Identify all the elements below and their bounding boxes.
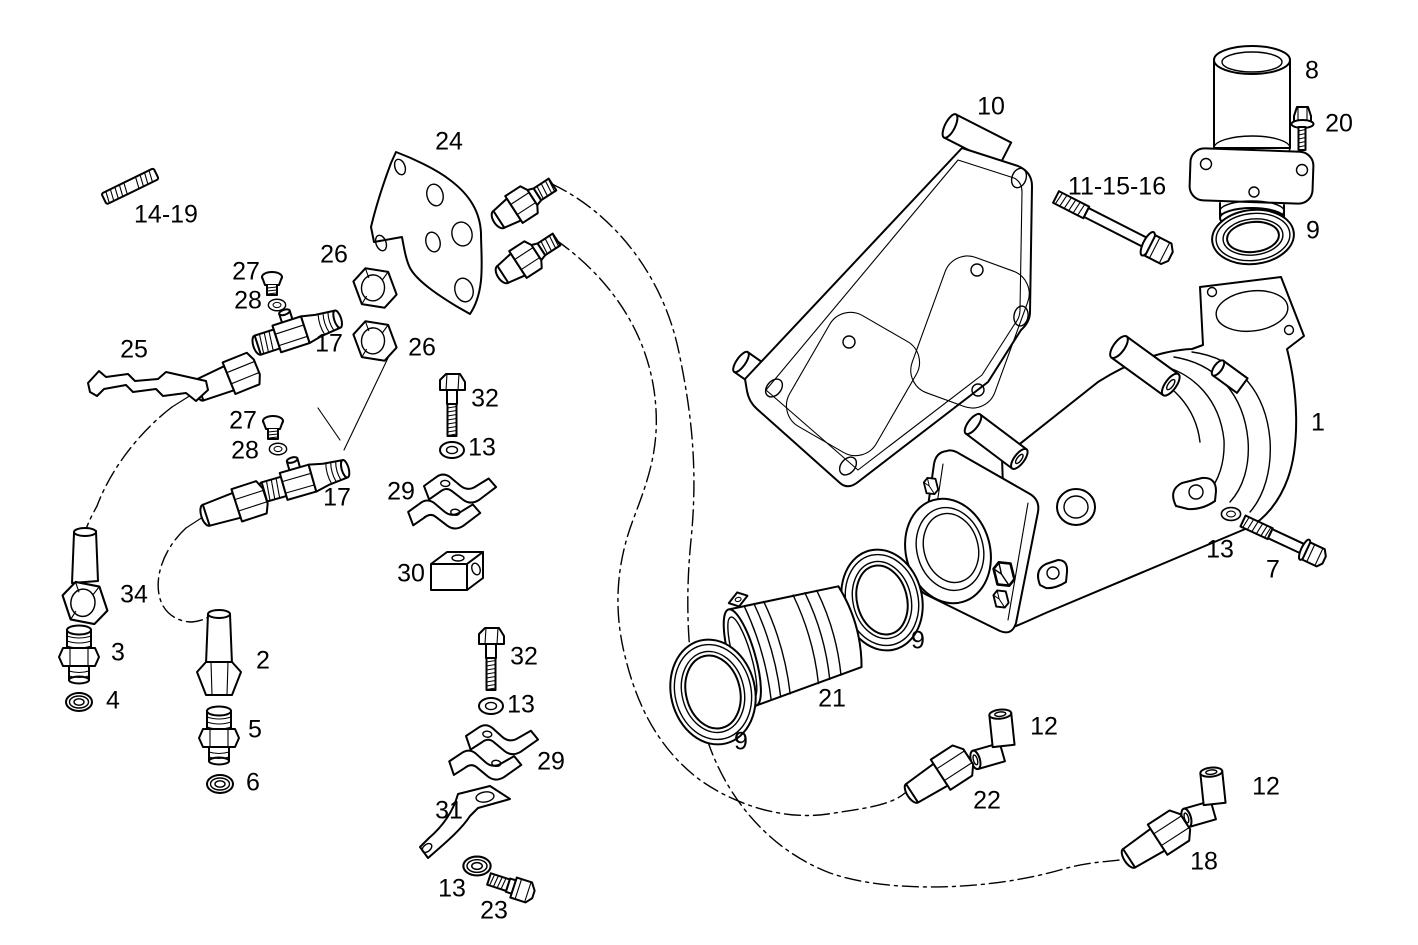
- callout-27-a: 27: [232, 258, 260, 286]
- part-stud-14-19: [101, 167, 160, 205]
- callout-14-19: 14-19: [134, 201, 198, 229]
- callout-21: 21: [818, 685, 846, 713]
- callout-26-a: 26: [320, 241, 348, 269]
- mounting-pin: [963, 412, 1029, 470]
- callout-6: 6: [246, 769, 260, 797]
- callout-30: 30: [397, 560, 425, 588]
- part-nut-26-b: [350, 319, 400, 363]
- part-bleed-screw-27-a: [261, 271, 283, 296]
- part-seal-9-c: [669, 638, 757, 746]
- part-washer-28-a: [267, 298, 287, 312]
- part-bleed-screw-27-b: [262, 415, 284, 440]
- part-nipple-3: [58, 624, 100, 685]
- callout-17-b: 17: [323, 484, 351, 512]
- part-clip-25: [87, 370, 209, 402]
- part-nut-block-30: [430, 551, 484, 591]
- part-seal-9-a: [1211, 208, 1295, 266]
- part-bracket-31: [419, 785, 511, 859]
- part-hose-union-18: [1114, 805, 1197, 878]
- part-washer-13-c: [462, 855, 492, 877]
- part-bolt-23: [486, 872, 536, 904]
- part-washer-4: [65, 692, 93, 712]
- part-nipple-5: [198, 705, 240, 766]
- callout-7: 7: [1266, 556, 1280, 584]
- part-seal-9-b: [840, 548, 924, 652]
- callout-20: 20: [1325, 110, 1353, 138]
- callout-28-b: 28: [231, 437, 259, 465]
- callout-13-c: 13: [438, 875, 466, 903]
- part-clamp-29-a: [406, 471, 498, 533]
- callout-8: 8: [1305, 57, 1319, 85]
- callout-32-a: 32: [471, 385, 499, 413]
- leader-line-26: [343, 357, 389, 451]
- part-bolt-11-15-16: [1052, 190, 1174, 265]
- part-hose-fitting-a: [484, 170, 563, 237]
- callout-12-a: 12: [1030, 713, 1058, 741]
- callout-9-b: 9: [911, 627, 925, 655]
- callout-29-a: 29: [387, 478, 415, 506]
- part-hose-union-22: [897, 740, 980, 813]
- part-bolt-32-b: [478, 627, 505, 691]
- part-washer-6: [206, 774, 234, 794]
- callout-1: 1: [1311, 409, 1325, 437]
- callout-9-c: 9: [734, 728, 748, 756]
- callout-2: 2: [256, 647, 270, 675]
- part-hose-end-b: [195, 478, 272, 534]
- callout-29-b: 29: [537, 748, 565, 776]
- hose-line-d: [157, 527, 215, 623]
- callout-25: 25: [120, 336, 148, 364]
- callout-5: 5: [248, 716, 262, 744]
- part-cylinder-8: [1188, 45, 1315, 229]
- callout-18: 18: [1190, 848, 1218, 876]
- callout-11-15-16: 11-15-16: [1068, 173, 1166, 201]
- callout-4: 4: [106, 687, 120, 715]
- callout-27-b: 27: [229, 407, 257, 435]
- hose-line-b: [555, 239, 906, 817]
- part-washer-13-a: [439, 441, 465, 459]
- part-heat-exchanger-1: [904, 276, 1305, 634]
- callout-32-b: 32: [510, 643, 538, 671]
- callout-17-a: 17: [315, 330, 343, 358]
- mounting-stub: [1210, 359, 1249, 394]
- hose-line-c: [84, 406, 173, 535]
- part-bolt-32-a: [439, 373, 466, 437]
- callout-31: 31: [435, 797, 463, 825]
- part-washer-13-d: [1220, 506, 1242, 522]
- callout-3: 3: [111, 639, 125, 667]
- part-clamp-29-b: [446, 720, 540, 785]
- callout-13-a: 13: [468, 434, 496, 462]
- part-bolt-20: [1290, 106, 1315, 151]
- part-bolt-7: [1239, 514, 1327, 568]
- part-washer-13-b: [478, 697, 504, 715]
- callout-22: 22: [973, 787, 1001, 815]
- callout-10: 10: [977, 93, 1005, 121]
- mounting-pin: [1109, 334, 1181, 397]
- callout-24: 24: [435, 128, 463, 156]
- callout-13-b: 13: [507, 691, 535, 719]
- leader-line-17: [317, 407, 341, 441]
- part-nut-26-a: [350, 266, 400, 310]
- callout-12-b: 12: [1252, 773, 1280, 801]
- part-bracket-24: [370, 151, 483, 315]
- part-plate-10: [732, 113, 1033, 488]
- callout-28-a: 28: [234, 287, 262, 315]
- part-washer-28-b: [268, 442, 288, 456]
- part-plug-34: [58, 527, 112, 627]
- callout-23: 23: [480, 897, 508, 925]
- callout-26-b: 26: [408, 334, 436, 362]
- callout-34: 34: [120, 581, 148, 609]
- part-hose-fitting-b: [488, 225, 567, 292]
- part-plug-2: [196, 609, 242, 696]
- callout-9-a: 9: [1306, 217, 1320, 245]
- callout-13-d: 13: [1206, 536, 1234, 564]
